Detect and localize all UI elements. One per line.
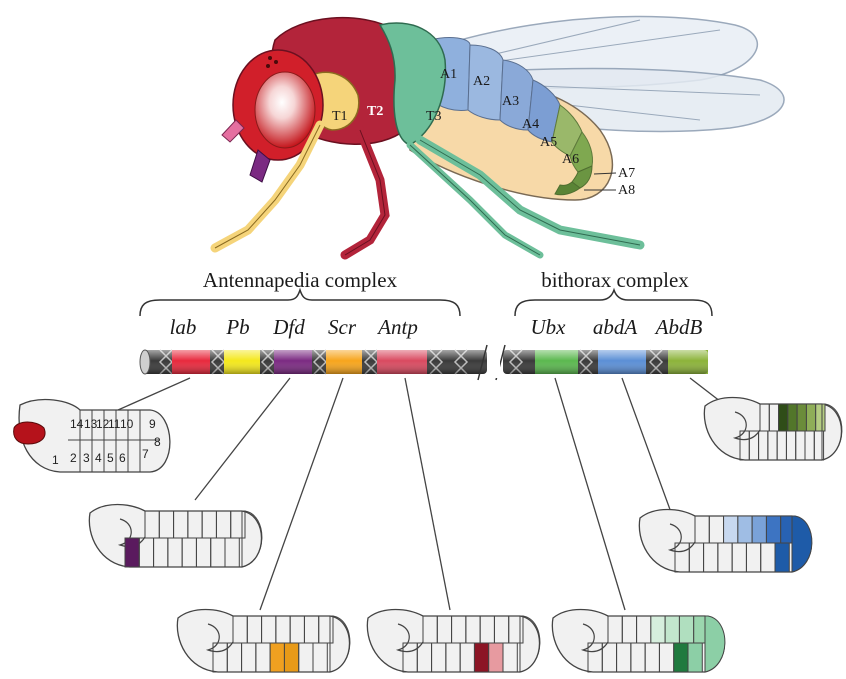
embryo-abdb-top-segment [806,404,815,431]
gene-label-pb: Pb [225,315,249,339]
label-a8: A8 [618,183,635,198]
embryo-ubx-top-segment [651,616,665,643]
embryo-abda-top-segment [738,516,752,543]
embryo-dfd [89,505,262,568]
embryo-abda-top-segment [724,516,738,543]
bithorax-complex-label: bithorax complex [541,268,689,292]
embryo-ubx-bottom-segment [688,643,702,672]
connector-lines [118,378,725,610]
gene-label-dfd: Dfd [272,315,305,339]
embryo-num-9: 9 [149,417,156,431]
label-a5: A5 [540,135,557,150]
embryo-ubx-tail [705,616,725,672]
embryo-ubx-top-segment [679,616,693,643]
embryo-lab-expression [14,422,45,444]
embryo-num-14: 14 [70,417,84,431]
label-a3: A3 [502,94,519,109]
embryo-set [89,398,842,673]
label-a6: A6 [562,152,579,167]
gene-label-lab: lab [170,315,197,339]
embryo-scr [177,610,350,673]
embryo-abdb-top-segment [816,404,825,431]
embryo-num-2: 2 [70,451,77,465]
embryo-abdb [704,398,842,461]
embryo-num-1: 1 [52,453,59,467]
label-a4: A4 [522,117,539,132]
gene-label-scr: Scr [328,315,357,339]
embryo-num-5: 5 [107,451,114,465]
embryo-abdb-top-segment [779,404,788,431]
embryo-num-4: 4 [95,451,102,465]
embryo-scr-bottom-segment [270,643,284,672]
label-t3: T3 [426,109,442,124]
gene-label-abdb: AbdB [654,315,703,339]
label-a2: A2 [473,74,490,89]
embryo-abda-top-segment [752,516,766,543]
embryo-lab: 14 13 12 11 10 9 1 2 3 4 5 6 7 8 [14,400,170,472]
leg-t2 [345,130,385,255]
embryo-abda [639,510,812,573]
embryo-antp-body [367,610,539,673]
embryo-num-3: 3 [83,451,90,465]
embryo-num-7: 7 [142,447,149,461]
gene-label-ubx: Ubx [531,315,567,339]
embryo-abda-tail [792,516,812,572]
embryo-ubx [552,610,725,673]
label-a1: A1 [440,67,457,82]
embryo-antp [367,610,540,673]
compound-eye [255,72,315,148]
gene-label-antp: Antp [376,315,418,339]
embryo-abda-bottom-segment [775,543,789,572]
label-t1: T1 [332,109,348,124]
bithorax-brace [515,290,712,316]
embryo-num-11: 11 [108,417,121,431]
label-a7: A7 [618,166,635,181]
embryo-abdb-top-segment [797,404,806,431]
embryo-dfd-bottom-segment [125,538,139,567]
embryo-dfd-body [89,505,261,568]
embryo-antp-bottom-segment [489,643,503,672]
embryo-scr-bottom-segment [284,643,298,672]
embryo-ubx-top-segment [665,616,679,643]
embryo-scr-body [177,610,349,673]
gene-label-abda: abdA [593,315,638,339]
embryo-abda-top-segment [766,516,780,543]
fly-illustration: T1 T2 T3 A1 A2 A3 A4 A5 A6 A7 A8 [215,17,784,255]
antennapedia-brace [140,290,460,316]
embryo-ubx-bottom-segment [674,643,688,672]
gene-labels: lab Pb Dfd Scr Antp Ubx abdA AbdB [170,315,703,339]
embryo-antp-bottom-segment [474,643,488,672]
embryo-num-6: 6 [119,451,126,465]
chromosome [140,345,708,380]
embryo-num-8: 8 [154,435,161,449]
embryo-num-10: 10 [120,417,134,431]
label-t2: T2 [367,104,383,119]
embryo-abdb-top-segment [788,404,797,431]
